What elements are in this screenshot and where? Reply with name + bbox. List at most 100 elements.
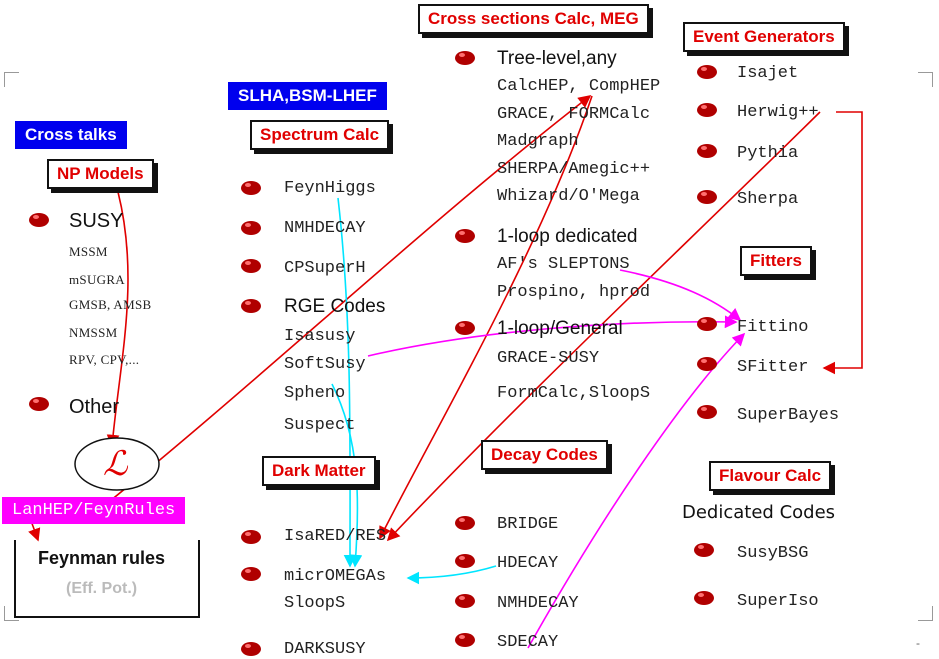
rge-suspect: Suspect bbox=[284, 416, 356, 435]
fitter-sfitter: SFitter bbox=[737, 358, 809, 377]
rge-isasusy: Isasusy bbox=[284, 327, 356, 346]
arrow-feynhiggs-to-micromegas bbox=[337, 197, 357, 568]
model-nmssm: NMSSM bbox=[69, 325, 118, 340]
bullet-icon bbox=[241, 299, 261, 313]
loop-sleptons: AF's SLEPTONS bbox=[497, 255, 630, 274]
spectrum-cpsuperh: CPSuperH bbox=[284, 259, 366, 278]
np-models-box: NP Models bbox=[47, 159, 154, 189]
bullet-icon bbox=[241, 530, 261, 544]
tree-calchep: CalcHEP, CompHEP bbox=[497, 77, 661, 96]
spectrum-feynhiggs: FeynHiggs bbox=[284, 179, 376, 198]
model-gmsb-amsb: GMSB, AMSB bbox=[69, 297, 152, 312]
bullet-icon bbox=[241, 567, 261, 581]
dm-isared: IsaRED/RES bbox=[284, 527, 387, 546]
loop-dedicated-title: 1-loop dedicated bbox=[497, 226, 638, 247]
flavour-susybsg: SusyBSG bbox=[737, 544, 809, 563]
bullet-icon bbox=[455, 321, 475, 335]
eg-herwig: Herwig++ bbox=[737, 103, 819, 122]
bullet-icon bbox=[29, 213, 49, 227]
susy-label: SUSY bbox=[69, 210, 124, 232]
rge-codes-title: RGE Codes bbox=[284, 296, 386, 317]
other-label: Other bbox=[69, 396, 120, 418]
bullet-icon bbox=[697, 357, 717, 371]
cross-talks-box: Cross talks bbox=[15, 121, 127, 149]
loop-grace-susy: GRACE-SUSY bbox=[497, 349, 600, 368]
bullet-icon bbox=[455, 633, 475, 647]
frame-corner-top-left bbox=[4, 72, 19, 87]
page-marker: - bbox=[916, 636, 920, 650]
lagrangian-ellipse bbox=[74, 437, 160, 491]
spectrum-nmhdecay: NMHDECAY bbox=[284, 219, 366, 238]
bullet-icon bbox=[455, 51, 475, 65]
frame-corner-bottom-right bbox=[918, 606, 933, 621]
frame-corner-bottom-left bbox=[4, 606, 19, 621]
eg-isajet: Isajet bbox=[737, 64, 799, 83]
lagrangian-symbol: ℒ bbox=[103, 446, 128, 483]
bullet-icon bbox=[697, 103, 717, 117]
bullet-icon bbox=[455, 229, 475, 243]
tree-level-title: Tree-level,any bbox=[497, 48, 617, 69]
eg-sherpa: Sherpa bbox=[737, 190, 799, 209]
arrow-softsusy-to-fittino bbox=[367, 315, 738, 357]
model-mssm: MSSM bbox=[69, 244, 108, 259]
decay-nmhdecay: NMHDECAY bbox=[497, 594, 579, 613]
arrow-models-to-lagrangian bbox=[106, 191, 129, 448]
feynman-rules-box bbox=[14, 540, 200, 618]
loop-general-title: 1-loop/General bbox=[497, 318, 623, 339]
bullet-icon bbox=[694, 543, 714, 557]
bullet-icon bbox=[455, 516, 475, 530]
tree-whizard: Whizard/O'Mega bbox=[497, 187, 640, 206]
dark-matter-box: Dark Matter bbox=[262, 456, 376, 486]
arrow-sdecay-to-fittino bbox=[527, 332, 746, 649]
bullet-icon bbox=[29, 397, 49, 411]
cross-sections-box: Cross sections Calc, MEG bbox=[418, 4, 649, 34]
decay-hdecay: HDECAY bbox=[497, 554, 559, 573]
fitters-box: Fitters bbox=[740, 246, 812, 276]
bullet-icon bbox=[697, 317, 717, 331]
bullet-icon bbox=[241, 181, 261, 195]
loop-prospino: Prospino, hprod bbox=[497, 283, 651, 302]
arrow-sleptons-to-fittino bbox=[619, 269, 742, 321]
bullet-icon bbox=[697, 405, 717, 419]
feynman-rules-sub: (Eff. Pot.) bbox=[66, 580, 138, 597]
eg-pythia: Pythia bbox=[737, 144, 799, 163]
decay-bridge: BRIDGE bbox=[497, 515, 559, 534]
bullet-icon bbox=[241, 642, 261, 656]
bullet-icon bbox=[241, 259, 261, 273]
rge-softsusy: SoftSusy bbox=[284, 355, 366, 374]
flavour-superiso: SuperIso bbox=[737, 592, 819, 611]
slha-box: SLHA,BSM-LHEF bbox=[228, 82, 387, 110]
fitter-superbayes: SuperBayes bbox=[737, 406, 840, 425]
model-msugra: mSUGRA bbox=[69, 272, 125, 287]
bullet-icon bbox=[697, 65, 717, 79]
bullet-icon bbox=[455, 554, 475, 568]
lanhep-box: LanHEP/FeynRules bbox=[2, 497, 186, 524]
dm-micromegas: micrOMEGAs bbox=[284, 567, 387, 586]
bullet-icon bbox=[455, 594, 475, 608]
flavour-calc-box: Flavour Calc bbox=[709, 461, 832, 491]
tree-grace: GRACE, FORMCalc bbox=[497, 105, 651, 124]
rge-spheno: Spheno bbox=[284, 384, 346, 403]
dm-darksusy: DARKSUSY bbox=[284, 640, 366, 659]
dm-sloops: SloopS bbox=[284, 594, 346, 613]
bullet-icon bbox=[694, 591, 714, 605]
arrow-herwig-to-sfitter bbox=[822, 111, 863, 375]
tree-madgraph: Madgraph bbox=[497, 132, 579, 151]
flavour-dedicated-title: Dedicated Codes bbox=[682, 502, 836, 523]
fitter-fittino: Fittino bbox=[737, 318, 809, 337]
loop-formcalc: FormCalc,SloopS bbox=[497, 384, 651, 403]
arrow-comphep-to-micromegas bbox=[379, 95, 593, 540]
feynman-rules-title: Feynman rules bbox=[38, 548, 166, 568]
frame-corner-top-right bbox=[918, 72, 933, 87]
bullet-icon bbox=[697, 144, 717, 158]
bullet-icon bbox=[697, 190, 717, 204]
event-generators-box: Event Generators bbox=[683, 22, 845, 52]
model-rpv-cpv: RPV, CPV,... bbox=[69, 352, 140, 367]
decay-sdecay: SDECAY bbox=[497, 633, 559, 652]
decay-codes-box: Decay Codes bbox=[481, 440, 608, 470]
spectrum-calc-box: Spectrum Calc bbox=[250, 120, 390, 150]
tree-sherpa: SHERPA/Amegic++ bbox=[497, 160, 651, 179]
bullet-icon bbox=[241, 221, 261, 235]
arrow-hdecay-to-micromegas bbox=[406, 565, 497, 585]
